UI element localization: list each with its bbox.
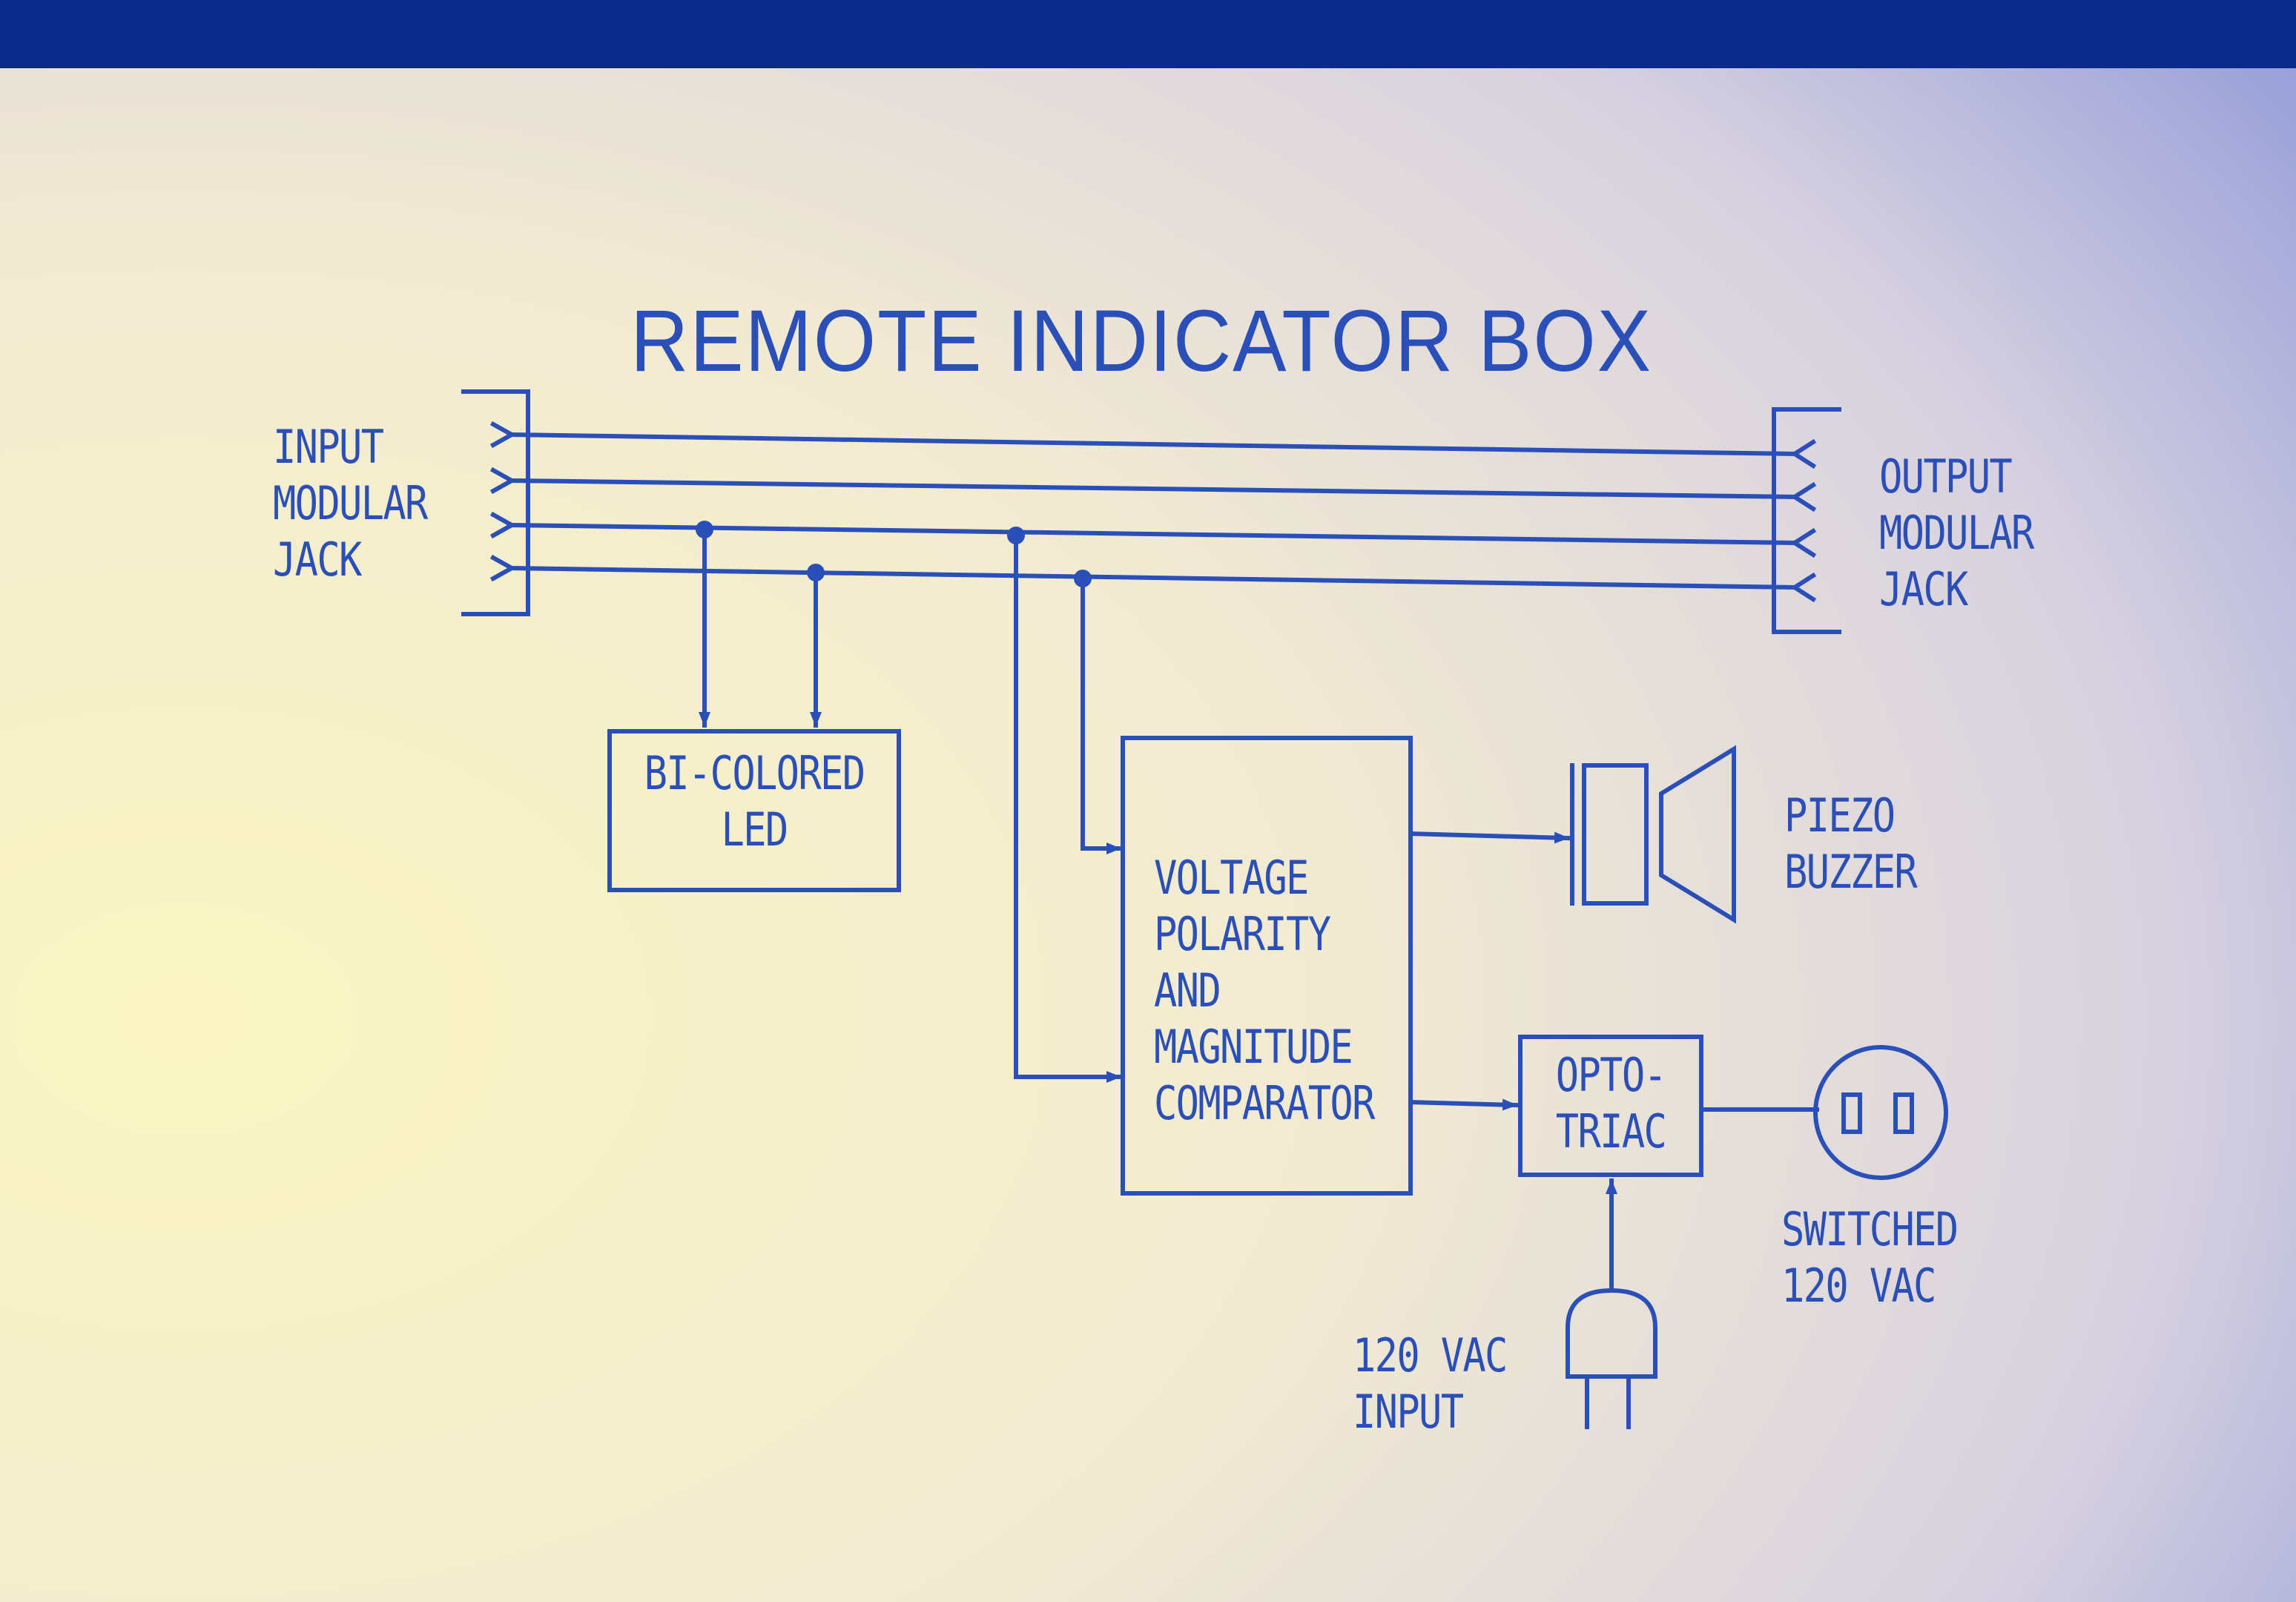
comparator-block bbox=[1121, 736, 1413, 1196]
buzzer-arrow bbox=[1408, 831, 1571, 844]
comparator-tap-1 bbox=[1081, 571, 1122, 854]
input-jack-bracket bbox=[461, 389, 530, 616]
optotriac-arrow bbox=[1408, 1098, 1519, 1111]
comparator-tap-2 bbox=[1014, 533, 1122, 1083]
led-block bbox=[607, 729, 901, 892]
ac-plug-icon bbox=[1566, 1288, 1657, 1429]
junction-dots bbox=[696, 521, 1092, 587]
slide-paper bbox=[0, 68, 2296, 1602]
optotriac-block bbox=[1518, 1035, 1703, 1177]
output-jack-bracket bbox=[1772, 407, 1841, 634]
bus-wire-2 bbox=[509, 478, 1798, 500]
bus-wire-3 bbox=[509, 522, 1798, 546]
bus-wire-4 bbox=[509, 565, 1798, 590]
piezo-buzzer-icon bbox=[1570, 745, 1736, 924]
bus-wire-1 bbox=[509, 432, 1798, 457]
optotriac-block-label: OPTO-TRIAC bbox=[1555, 1048, 1667, 1158]
top-band bbox=[0, 0, 2296, 74]
switched-outlet-icon bbox=[1813, 1045, 1948, 1180]
diagram-title: REMOTE INDICATOR BOX bbox=[630, 292, 1652, 390]
